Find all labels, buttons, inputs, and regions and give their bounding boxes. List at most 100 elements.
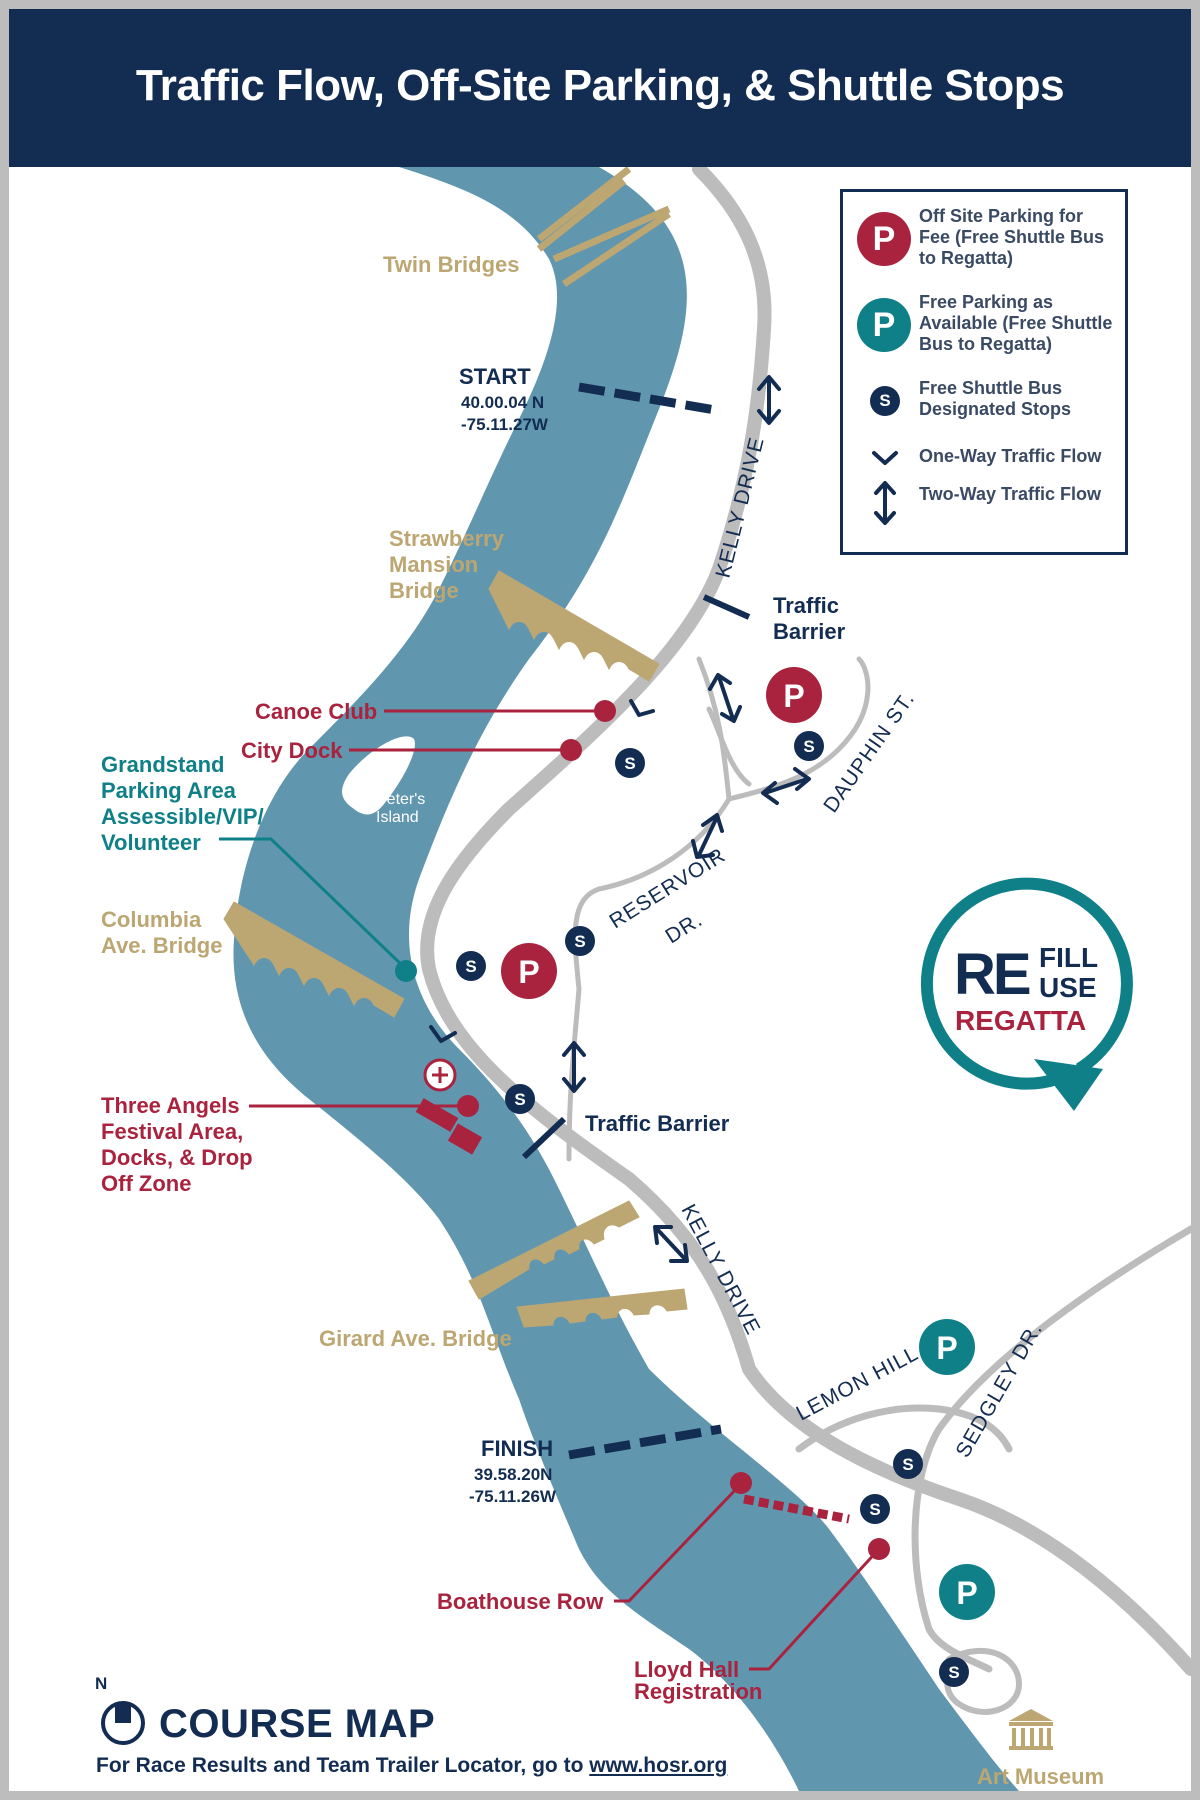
logo-fill: FILL bbox=[1039, 942, 1098, 973]
hosr-link[interactable]: www.hosr.org bbox=[589, 1754, 728, 1777]
lemon-hill-label: LEMON HILL bbox=[793, 1342, 923, 1426]
peters-island bbox=[342, 736, 415, 815]
girard-bridge-south-shape bbox=[516, 1288, 688, 1328]
boathouse-row-label: Boathouse Row bbox=[437, 1589, 604, 1614]
canoe-club-dot bbox=[594, 700, 616, 722]
boathouse-leader bbox=[614, 1482, 743, 1603]
columbia-label-2: Ave. Bridge bbox=[101, 933, 222, 958]
two-way-arrow-reservoir bbox=[691, 813, 724, 859]
art-museum-icon bbox=[1009, 1709, 1053, 1750]
logo-arrow-icon bbox=[1034, 1059, 1103, 1111]
peters-island-label-1: Peter's bbox=[376, 791, 425, 808]
grandstand-labels: Grandstand Parking Area Assessible/VIP/ … bbox=[101, 752, 264, 855]
shuttle-stop-grandstand: S bbox=[456, 951, 486, 981]
lloyd-hall-leader bbox=[749, 1547, 881, 1671]
logo-regatta: REGATTA bbox=[955, 1005, 1086, 1036]
venue-labels: Canoe Club City Dock Three Angels Festiv… bbox=[101, 699, 762, 1704]
legend-shuttle-line-2: Designated Stops bbox=[919, 399, 1072, 419]
parking-markers: P P P P bbox=[501, 667, 995, 1620]
three-angels-dot bbox=[457, 1095, 479, 1117]
schuylkill-river bbox=[233, 167, 1019, 1791]
traffic-barrier-label-1: Traffic bbox=[773, 593, 839, 618]
traffic-barrier-south bbox=[521, 1116, 567, 1160]
grandstand-label-2: Parking Area bbox=[101, 778, 237, 803]
course-map: KELLY DRIVE DAUPHIN ST. RESERVOIR DR. KE… bbox=[101, 162, 1191, 1791]
svg-text:P: P bbox=[936, 1330, 957, 1366]
three-angels-label-3: Docks, & Drop bbox=[101, 1145, 253, 1170]
strawberry-label-1: Strawberry bbox=[389, 526, 505, 551]
strawberry-mansion-bridge-shape bbox=[488, 570, 660, 682]
legend-paid-parking-text: Off Site Parking for Fee (Free Shuttle B… bbox=[919, 206, 1104, 269]
shuttle-stop-art-museum: S bbox=[939, 1657, 969, 1687]
legend-one-way-text: One-Way Traffic Flow bbox=[919, 446, 1102, 466]
one-way-arrow-north bbox=[629, 699, 655, 717]
shuttle-stop-boathouse: S bbox=[860, 1494, 890, 1524]
paid-parking-marker-south: P bbox=[501, 943, 557, 999]
three-angels-label-1: Three Angels bbox=[101, 1093, 240, 1118]
strawberry-label-2: Mansion bbox=[389, 552, 478, 577]
finish-coord-2: -75.11.26W bbox=[469, 1487, 557, 1506]
three-angels-label-2: Festival Area, bbox=[101, 1119, 243, 1144]
columbia-bridge-shape bbox=[223, 901, 405, 1018]
logo-re-1: RE bbox=[954, 942, 1030, 1007]
lloyd-hall-label-2: Registration bbox=[634, 1679, 762, 1704]
kelly-drive-label: KELLY DRIVE bbox=[712, 434, 769, 580]
svg-text:S: S bbox=[869, 1500, 880, 1519]
twin-bridges-shape bbox=[536, 166, 671, 287]
svg-text:P: P bbox=[956, 1575, 977, 1611]
grandstand-label-4: Volunteer bbox=[101, 830, 201, 855]
lemon-hill-road bbox=[795, 1404, 1013, 1453]
svg-text:S: S bbox=[465, 957, 476, 976]
canoe-club-label: Canoe Club bbox=[255, 699, 377, 724]
header: Traffic Flow, Off-Site Parking, & Shuttl… bbox=[9, 9, 1191, 167]
lloyd-hall-label-1: Lloyd Hall bbox=[634, 1657, 739, 1682]
north-label: N bbox=[95, 1674, 108, 1693]
leader-lines bbox=[219, 709, 881, 1671]
reservoir-dr-label-1: RESERVOIR bbox=[605, 844, 729, 934]
two-way-arrow-kelly-north bbox=[757, 375, 781, 425]
north-arrow-icon bbox=[101, 1701, 145, 1745]
first-aid-icon bbox=[423, 1058, 457, 1092]
two-way-arrow-reservoir-south bbox=[562, 1041, 586, 1093]
footer-note-text: For Race Results and Team Trailer Locato… bbox=[96, 1754, 590, 1777]
legend-paid-line-3: to Regatta) bbox=[919, 248, 1013, 268]
paid-parking-icon: P bbox=[857, 212, 911, 266]
legend-free-parking-text: Free Parking as Available (Free Shuttle … bbox=[919, 292, 1112, 355]
grandstand-leader bbox=[219, 837, 409, 972]
free-parking-marker-lemon-hill: P bbox=[919, 1319, 975, 1375]
girard-label: Girard Ave. Bridge bbox=[319, 1326, 512, 1351]
boathouse-row-docks bbox=[743, 1494, 850, 1524]
reservoir-branch-road bbox=[706, 706, 752, 787]
three-angels-dock-2 bbox=[447, 1123, 483, 1155]
twin-bridges-label: Twin Bridges bbox=[383, 252, 520, 277]
svg-text:S: S bbox=[574, 932, 585, 951]
shuttle-stop-reservoir: S bbox=[565, 926, 595, 956]
svg-text:S: S bbox=[624, 754, 635, 773]
peters-island-label-2: Island bbox=[376, 809, 419, 826]
finish-line bbox=[568, 1424, 722, 1460]
legend-paid-line-1: Off Site Parking for bbox=[919, 206, 1084, 226]
art-museum-label: Art Museum bbox=[977, 1764, 1104, 1789]
map-legend: P Off Site Parking for Fee (Free Shuttle… bbox=[840, 189, 1128, 555]
girard-bridge-north-shape bbox=[468, 1200, 640, 1300]
svg-text:S: S bbox=[902, 1455, 913, 1474]
finish-label: FINISH bbox=[481, 1436, 553, 1461]
grandstand-label-3: Assessible/VIP/ bbox=[101, 804, 264, 829]
bridges bbox=[223, 166, 688, 1328]
course-labels: START 40.00.04 N -75.11.27W Traffic Barr… bbox=[459, 364, 846, 1506]
course-map-title: COURSE MAP bbox=[159, 1702, 436, 1746]
bridge-labels: Twin Bridges Strawberry Mansion Bridge C… bbox=[101, 252, 1104, 1789]
kelly-drive-label-2: KELLY DRIVE bbox=[677, 1201, 765, 1339]
svg-text:P: P bbox=[783, 678, 804, 714]
shuttle-stop-lemon-hill: S bbox=[893, 1449, 923, 1479]
logo-use: USE bbox=[1039, 972, 1097, 1003]
legend-shuttle-line-1: Free Shuttle Bus bbox=[919, 378, 1063, 398]
page-title: Traffic Flow, Off-Site Parking, & Shuttl… bbox=[135, 61, 1065, 110]
city-dock-label: City Dock bbox=[241, 738, 343, 763]
one-way-arrow-south bbox=[429, 1025, 457, 1043]
legend-free-line-1: Free Parking as bbox=[919, 292, 1054, 312]
start-coord-2: -75.11.27W bbox=[461, 415, 549, 434]
traffic-barrier-label-south: Traffic Barrier bbox=[585, 1111, 730, 1136]
shuttle-stop-icon: S bbox=[870, 386, 900, 416]
legend-free-line-3: Bus to Regatta) bbox=[919, 334, 1053, 354]
